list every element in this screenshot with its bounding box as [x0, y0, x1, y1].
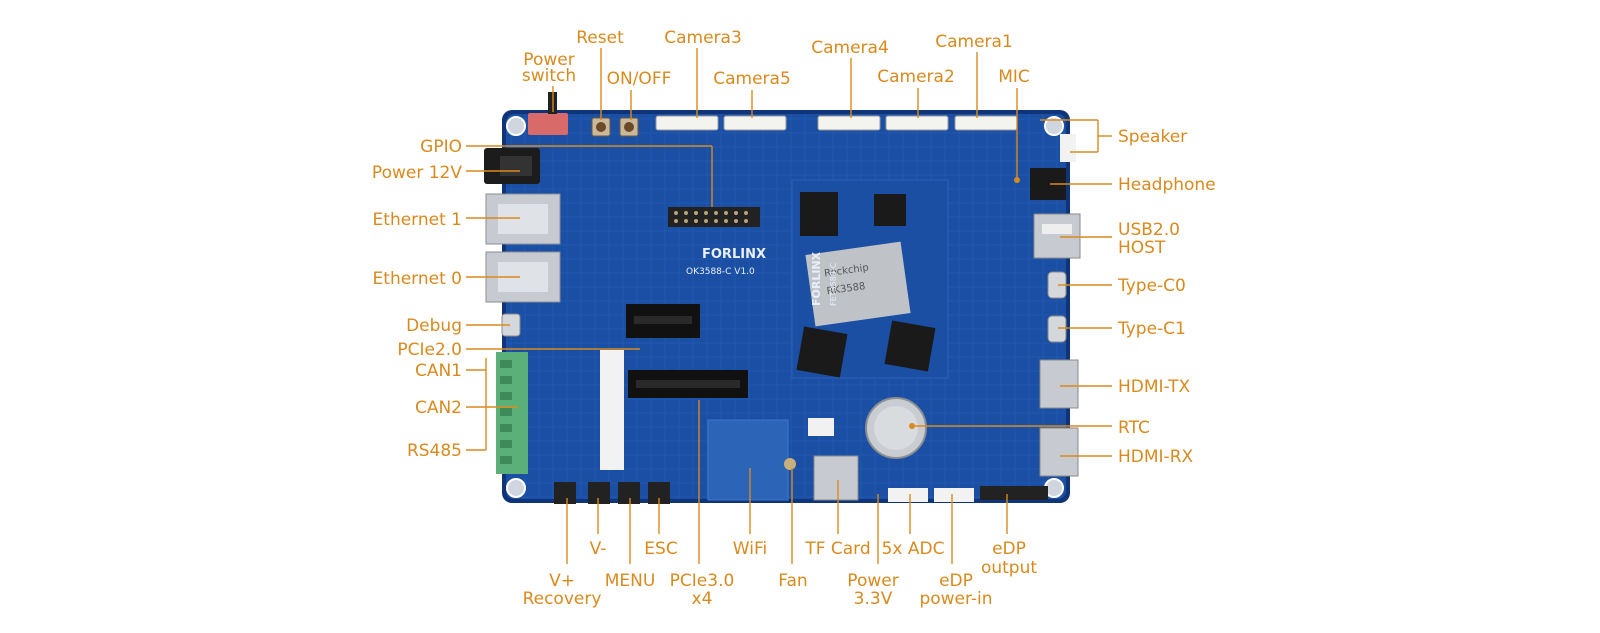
mounting-holes — [506, 116, 1064, 498]
som-brand: FORLINX — [810, 251, 823, 306]
label-type-c1: Type-C1 — [1117, 319, 1186, 339]
tf-card-slot — [813, 455, 859, 501]
label-edp-output-1: eDP — [992, 539, 1026, 559]
label-adc: 5x ADC — [882, 539, 945, 559]
label-mic: MIC — [998, 67, 1030, 87]
som-model: FET3588-C — [829, 262, 838, 306]
edp-header — [980, 486, 1048, 500]
label-camera2: Camera2 — [877, 67, 955, 87]
label-fan: Fan — [778, 571, 807, 591]
bottom-buttons — [554, 482, 670, 504]
label-debug: Debug — [406, 316, 462, 336]
label-wifi: WiFi — [733, 539, 767, 559]
label-power33-2: 3.3V — [854, 589, 893, 609]
label-rtc: RTC — [1118, 418, 1150, 438]
label-pcie30-1: PCIe3.0 — [670, 571, 735, 591]
label-can2: CAN2 — [415, 398, 462, 418]
wifi-module — [707, 419, 789, 501]
type-c1-port — [1047, 315, 1067, 343]
label-v-minus: V- — [590, 539, 607, 559]
label-type-c0: Type-C0 — [1117, 276, 1186, 296]
board-model: OK3588-C V1.0 — [686, 267, 755, 277]
label-ethernet1: Ethernet 1 — [373, 210, 462, 230]
label-edp-power-1: eDP — [939, 571, 973, 591]
camera-connectors — [655, 115, 1018, 131]
label-rs485: RS485 — [407, 441, 462, 461]
label-camera4: Camera4 — [811, 38, 889, 58]
label-usb-host: HOST — [1118, 238, 1166, 258]
callout-lines — [466, 48, 1112, 564]
som-module: Rockchip RK3588 FORLINX FET3588-C — [791, 179, 949, 379]
label-power33-1: Power — [847, 571, 898, 591]
label-hdmi-tx: HDMI-TX — [1118, 377, 1191, 397]
label-v-plus-1: V+ — [549, 571, 575, 591]
label-power-switch-2: switch — [522, 66, 576, 86]
labels: Power switch Reset ON/OFF Camera3 Camera… — [372, 28, 1216, 609]
label-power-switch-1: Power — [523, 50, 574, 70]
label-camera5: Camera5 — [713, 69, 791, 89]
label-esc: ESC — [644, 539, 677, 559]
label-edp-power-2: power-in — [919, 589, 992, 609]
board-brand: FORLINX — [702, 247, 766, 262]
label-can1: CAN1 — [415, 361, 462, 381]
pcb-board: FORLINX OK3588-C V1.0 Rockchip RK3588 FO… — [484, 92, 1081, 504]
label-tf-card: TF Card — [804, 539, 870, 559]
speaker-connector — [1060, 134, 1076, 162]
label-speaker: Speaker — [1118, 127, 1187, 147]
gpio-header — [668, 207, 760, 227]
label-power-12v: Power 12V — [372, 163, 462, 183]
label-pcie30-2: x4 — [692, 589, 713, 609]
label-on-off: ON/OFF — [607, 69, 672, 89]
label-pcie20: PCIe2.0 — [397, 340, 462, 360]
label-headphone: Headphone — [1118, 175, 1216, 195]
label-edp-output-2: output — [981, 558, 1037, 578]
label-camera1: Camera1 — [935, 32, 1013, 52]
label-hdmi-rx: HDMI-RX — [1118, 447, 1194, 467]
label-reset: Reset — [576, 28, 624, 48]
label-menu: MENU — [605, 571, 656, 591]
hdmi-rx-port — [1039, 427, 1079, 477]
fan-connector — [808, 418, 834, 436]
chip-model: RK3588 — [826, 281, 866, 297]
label-ethernet0: Ethernet 0 — [373, 269, 462, 289]
power-switch[interactable] — [528, 113, 568, 135]
label-v-plus-2: Recovery — [523, 589, 602, 609]
usb-host-port — [1033, 213, 1081, 259]
label-usb20: USB2.0 — [1118, 220, 1180, 240]
hdmi-tx-port — [1039, 359, 1079, 409]
label-gpio: GPIO — [420, 137, 462, 157]
label-camera3: Camera3 — [664, 28, 742, 48]
